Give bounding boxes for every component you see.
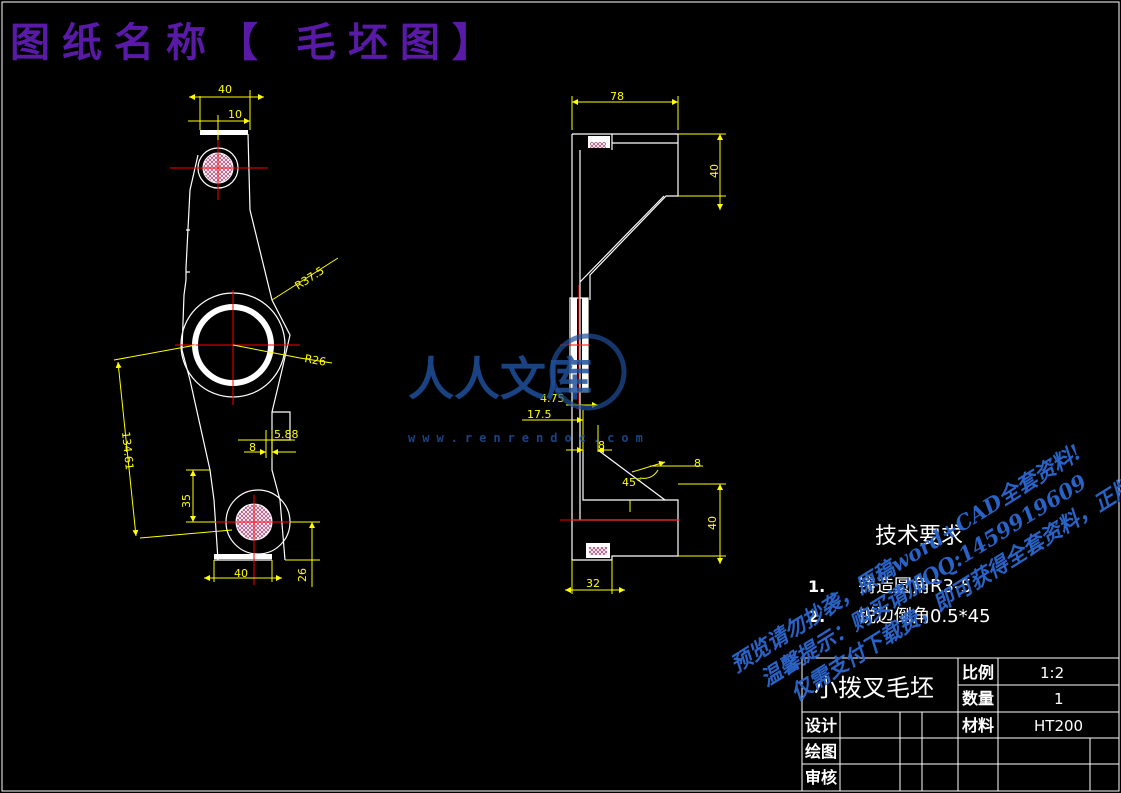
- dim-side-78: 78: [610, 90, 624, 103]
- front-body-right: [247, 133, 291, 561]
- dim-front-40-top: 40: [218, 83, 232, 96]
- dim-side-32: 32: [586, 577, 600, 590]
- watermark-brand: 人人文库 www.renrendoc.com: [408, 333, 650, 445]
- side-top-flange: [572, 133, 679, 300]
- front-centerlines: [170, 140, 320, 585]
- dim-side-17-5: 17.5: [527, 408, 552, 421]
- dim-side-8-right: 8: [694, 457, 701, 470]
- design-label: 设计: [805, 716, 837, 735]
- quantity-label: 数量: [962, 689, 994, 708]
- dim-front-40-bottom: 40: [234, 567, 248, 580]
- side-dimension-lines: [522, 96, 726, 594]
- dim-front-8: 8: [249, 441, 256, 454]
- material-label: 材料: [962, 716, 994, 735]
- side-bottom-boss-hatch: [589, 547, 607, 555]
- tech-item-2-num: 2.: [808, 607, 825, 626]
- side-chamfer-web: [597, 449, 666, 501]
- front-dimension-lines: [113, 90, 339, 587]
- title-block: [801, 657, 1120, 792]
- front-body-left-notch: [186, 229, 190, 273]
- bottom-boss-base: [214, 554, 272, 559]
- title-block-frame: [801, 657, 1120, 792]
- dim-front-r26: R26: [303, 352, 327, 369]
- tech-item-1-text: 铸造圆角R3-5: [858, 576, 972, 597]
- title-block-text: 小拨叉毛坯 比例 1:2 数量 1 材料 HT200 设计 绘图 审核: [805, 663, 1083, 787]
- watermark-logo-icon: [549, 333, 627, 411]
- tech-requirements: 技术要求 1. 铸造圆角R3-5 2. 锐边倒角0.5*45: [808, 524, 991, 627]
- side-web-diagonal: [579, 195, 665, 283]
- top-boss-cap: [200, 130, 248, 135]
- dim-front-35: 35: [180, 494, 193, 508]
- tech-heading: 技术要求: [875, 524, 963, 549]
- dim-front-10: 10: [228, 108, 242, 121]
- drawing-label: 绘图: [805, 742, 837, 761]
- drawing-title: 图纸名称【 毛坯图】: [10, 20, 504, 66]
- scale-value: 1:2: [1040, 664, 1064, 682]
- front-body-left: [181, 154, 219, 561]
- dim-side-40-top: 40: [708, 164, 721, 178]
- material-value: HT200: [1034, 717, 1083, 735]
- dim-front-r37-5: R37.5: [293, 264, 327, 292]
- side-top-boss-hatch: [590, 142, 606, 148]
- tech-item-2-text: 锐边倒角0.5*45: [858, 606, 991, 627]
- tech-item-1-num: 1.: [808, 577, 825, 596]
- review-label: 审核: [805, 768, 837, 787]
- dim-side-45: 45°: [622, 476, 642, 489]
- dim-front-134-61: 134.61: [119, 431, 136, 471]
- scale-label: 比例: [962, 663, 994, 682]
- dim-front-26: 26: [296, 568, 309, 582]
- dim-front-5-88: 5.88: [274, 428, 299, 441]
- watermark-url: www.renrendoc.com: [408, 431, 650, 445]
- quantity-value: 1: [1054, 690, 1064, 708]
- part-name: 小拨叉毛坯: [814, 674, 934, 702]
- dim-side-40-right: 40: [706, 516, 719, 530]
- dim-side-8-left: 8: [598, 439, 605, 452]
- side-dimension-text: 78 40 4.75 17.5 8 8 45° 40 32: [527, 90, 721, 590]
- watermark-brand-text: 人人文库: [408, 352, 592, 406]
